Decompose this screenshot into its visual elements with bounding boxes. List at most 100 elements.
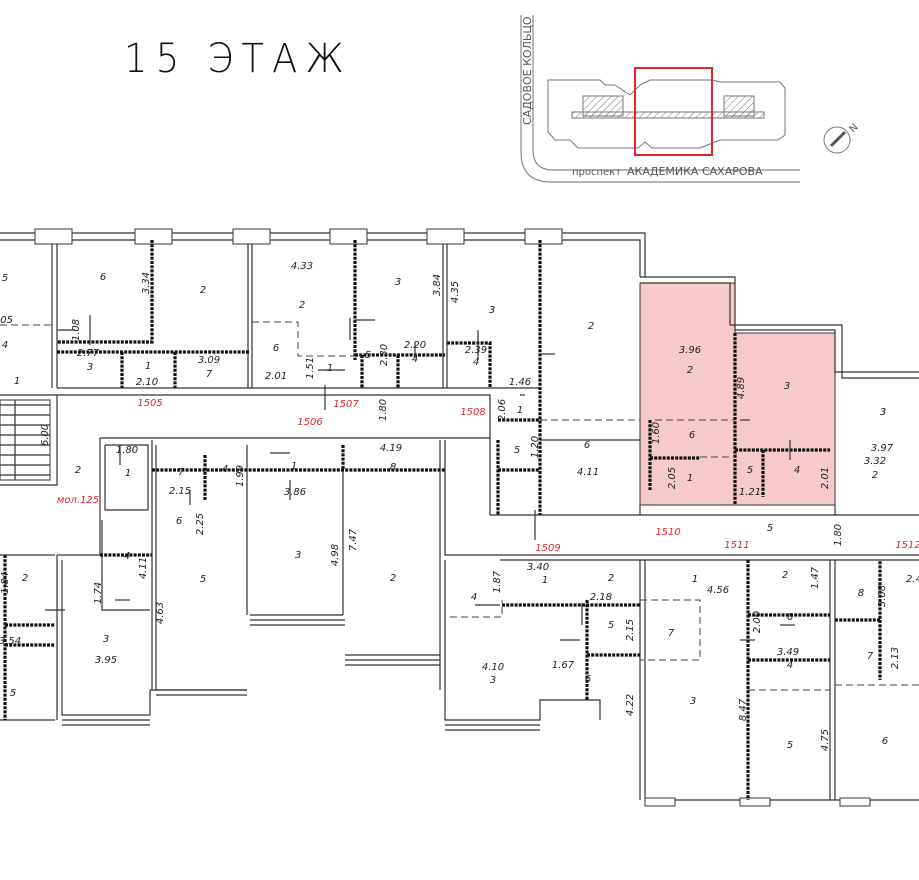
- room-number: 2: [390, 573, 396, 584]
- dimension-label: 1.80: [116, 445, 138, 456]
- dimension-label: 3.95: [95, 655, 117, 666]
- dimension-label: 2.15: [169, 486, 191, 497]
- dimension-label: 1.99: [235, 465, 246, 487]
- room-number: 3: [490, 675, 496, 686]
- wall: [0, 395, 58, 486]
- room-number: 3: [103, 634, 109, 645]
- apartment-number[interactable]: 1508: [460, 407, 485, 418]
- dimension-label: 3.96: [679, 345, 701, 356]
- dimension-label: 2.18: [590, 592, 612, 603]
- room-number: 6: [176, 516, 182, 527]
- room-number: 6: [100, 272, 106, 283]
- room-number: 1: [542, 575, 548, 586]
- room-number: 5: [608, 620, 614, 631]
- zone-boundary: [640, 599, 701, 661]
- wall: [61, 560, 151, 716]
- room-number: 5: [365, 350, 371, 361]
- wall: [444, 440, 919, 556]
- room-number: 5: [514, 445, 520, 456]
- dimension-label: 4.22: [625, 694, 636, 716]
- dimension-label: 7.47: [348, 528, 359, 551]
- room-number: 3: [489, 305, 495, 316]
- dimension-label: 1.87: [492, 570, 503, 593]
- dimension-label: 1.46: [509, 377, 531, 388]
- room-number: 7: [206, 369, 213, 380]
- room-number: 3: [880, 407, 886, 418]
- street-horizontal-label: АКАДЕМИКА САХАРОВА: [627, 165, 763, 178]
- room-number: 3: [784, 381, 790, 392]
- dimension-label: 1.80: [378, 399, 389, 421]
- dimension-label: 2.25: [195, 513, 206, 535]
- dimension-label: 2.4: [906, 574, 919, 585]
- compass-label: N: [848, 122, 861, 135]
- dimension-label: 1.60: [651, 422, 662, 444]
- apartment-number[interactable]: 1507: [333, 399, 359, 410]
- dimension-label: 4.89: [736, 377, 747, 399]
- dimension-label: 4.11: [577, 467, 599, 478]
- dimension-label: 1.21: [739, 487, 761, 498]
- dimension-label: 3.84: [432, 274, 443, 296]
- apartment-number[interactable]: 1511: [724, 540, 749, 551]
- window: [644, 797, 676, 807]
- dimension-label: 3.34: [141, 272, 152, 294]
- wall: [640, 282, 919, 379]
- dimension-label: 3.09: [198, 355, 220, 366]
- room-number: 4: [471, 592, 477, 603]
- dimension-label: 1.20: [530, 436, 541, 458]
- room-number: 1: [14, 376, 20, 387]
- dimension-label: 1.08: [71, 319, 82, 341]
- apartment-number[interactable]: 1510: [655, 527, 680, 538]
- apartment-number[interactable]: 1509: [535, 543, 560, 554]
- dimension-label: 2.10: [136, 377, 158, 388]
- room-number: 5: [767, 523, 773, 534]
- window: [739, 797, 771, 807]
- dimension-label: 2.01: [265, 371, 287, 382]
- dimension-label: 1.67: [552, 660, 575, 671]
- room-number: 1: [291, 461, 297, 472]
- dimension-label: 4.10: [482, 662, 504, 673]
- partition: [57, 240, 154, 344]
- dimension-label: 4.11: [138, 557, 149, 579]
- dimension-label: 1.74: [93, 582, 104, 604]
- street-vertical-label: САДОВОЕ КОЛЬЦО: [521, 16, 534, 125]
- window: [34, 228, 73, 245]
- dimension-label: 2.01: [820, 467, 831, 489]
- room-number: 2: [687, 365, 693, 376]
- dimension-label: 3.08: [877, 585, 888, 607]
- dimension-label: 6.00: [40, 424, 51, 446]
- dimension-label: 4.98: [330, 544, 341, 566]
- dimension-label: 3.32: [864, 456, 886, 467]
- walls: [0, 228, 919, 807]
- room-number: 2: [608, 573, 614, 584]
- window: [329, 228, 368, 245]
- dimension-label: 4.63: [155, 602, 166, 624]
- dimension-label: 1.80: [833, 524, 844, 546]
- dimension-label: 3.40: [527, 562, 549, 573]
- dimension-label: 4.19: [380, 443, 402, 454]
- dimension-label: 4.33: [291, 261, 313, 272]
- room-number: 4: [473, 357, 479, 368]
- room-number: 2: [75, 465, 81, 476]
- room-number: 3: [87, 362, 93, 373]
- wall: [101, 520, 150, 611]
- zone-boundary: [450, 600, 503, 618]
- apartment-number[interactable]: мол.125: [57, 495, 99, 506]
- building-outline: [547, 79, 786, 149]
- dimension-label: 4.35: [450, 281, 461, 303]
- room-number: 1: [517, 405, 523, 416]
- room-number: 3: [690, 696, 696, 707]
- dimension-label: 1.47: [810, 566, 821, 589]
- dimension-label: 3.86: [284, 487, 306, 498]
- apartment-number[interactable]: 1506: [297, 417, 322, 428]
- room-number: 5: [747, 465, 753, 476]
- room-number: 4: [794, 465, 800, 476]
- apartment-number[interactable]: 1505: [137, 398, 162, 409]
- key-plan: N САДОВОЕ КОЛЬЦО проспект АКАДЕМИКА САХА…: [520, 15, 861, 183]
- room-number: 1: [145, 361, 151, 372]
- dimension-label: 2.77: [77, 348, 100, 359]
- room-number: 4: [222, 464, 228, 475]
- apartment-number[interactable]: 1512: [895, 540, 919, 551]
- dimension-label: 2.15: [625, 619, 636, 641]
- dimension-label: 2.13: [890, 647, 901, 669]
